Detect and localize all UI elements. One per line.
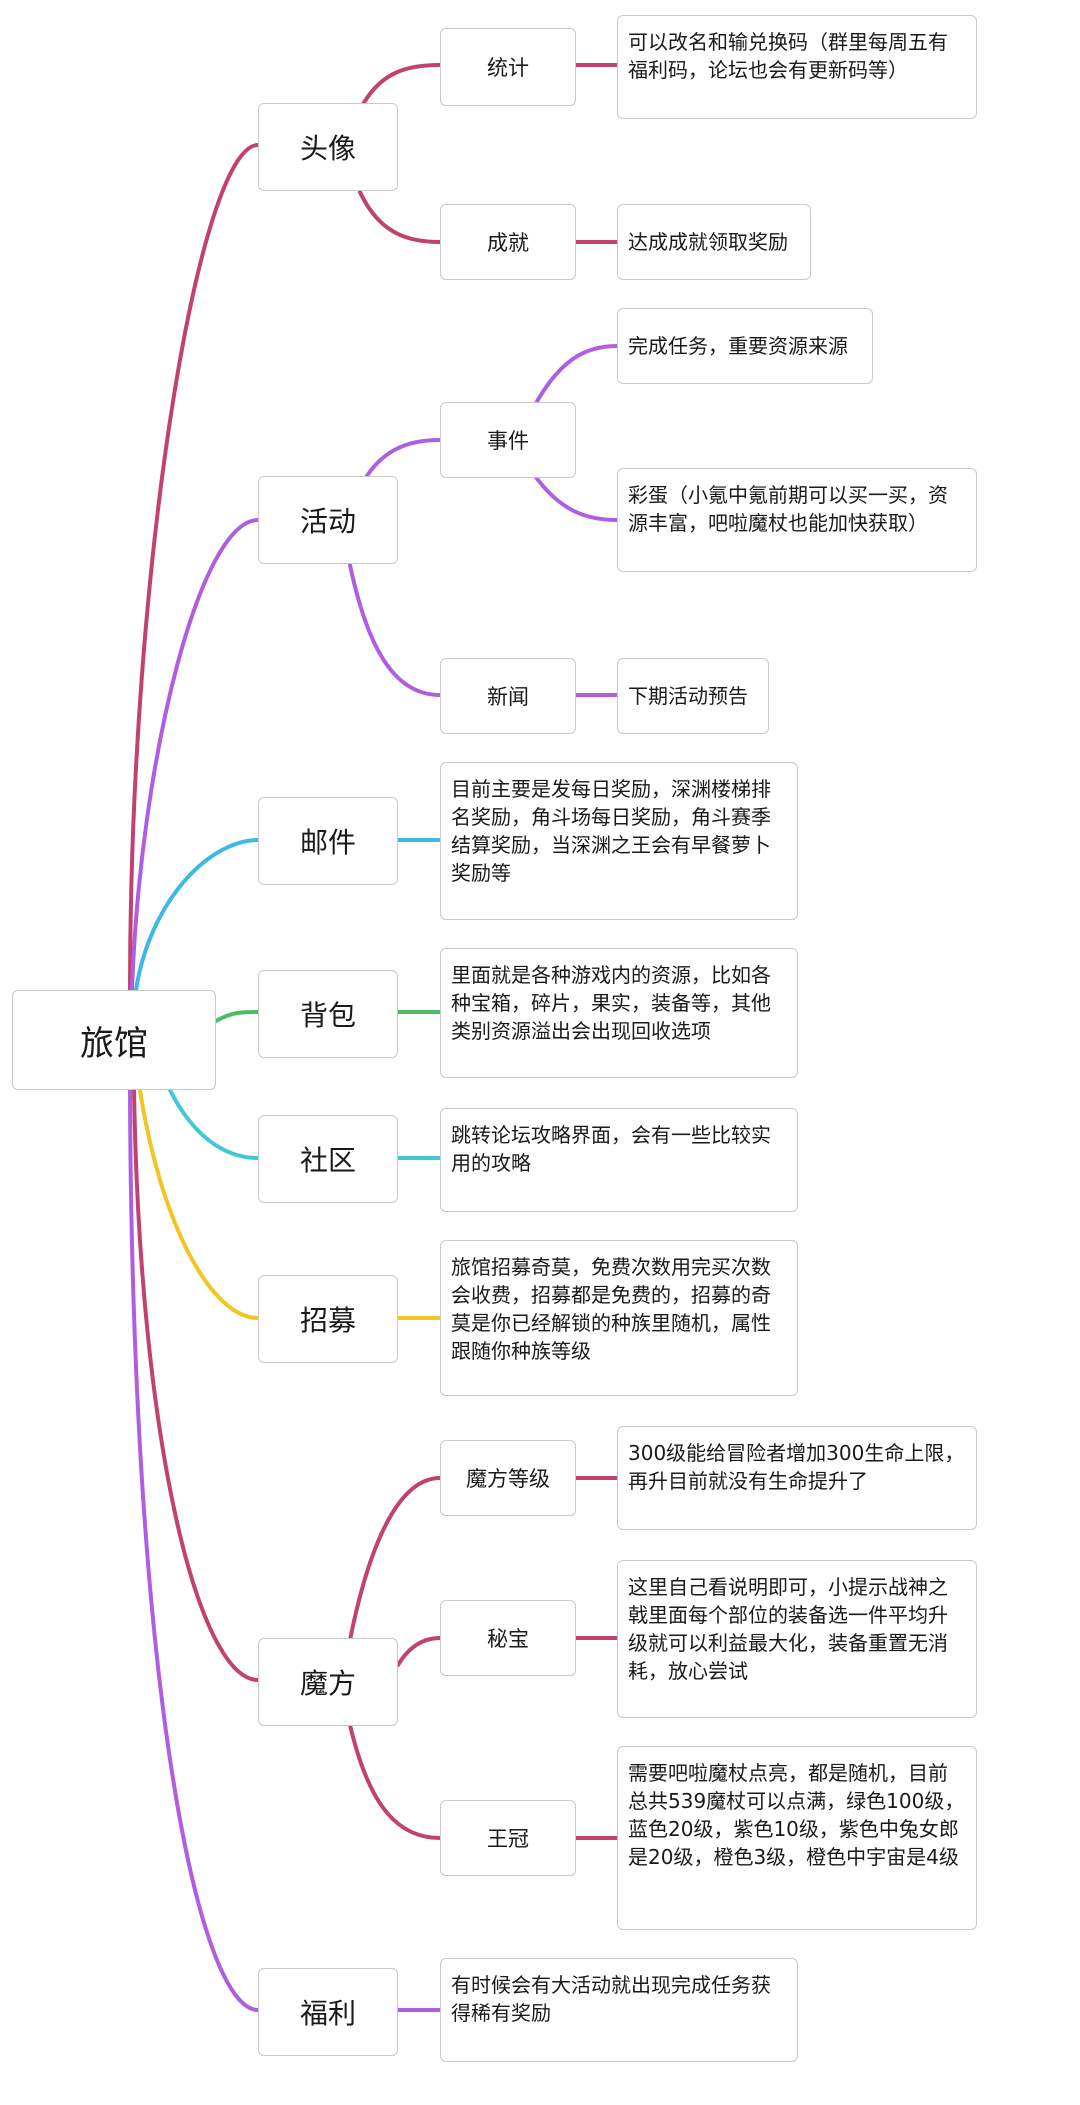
branch-cube[interactable]: 魔方 bbox=[258, 1638, 398, 1726]
link-root-recruit bbox=[138, 1088, 260, 1320]
branch-avatar[interactable]: 头像 bbox=[258, 103, 398, 191]
note-news: 下期活动预告 bbox=[617, 658, 769, 734]
root-node[interactable]: 旅馆 bbox=[12, 990, 216, 1090]
note-event-2: 彩蛋（小氪中氪前期可以买一买，资源丰富，吧啦魔杖也能加快获取） bbox=[617, 468, 977, 572]
branch-mail[interactable]: 邮件 bbox=[258, 797, 398, 885]
sub-cube-level[interactable]: 魔方等级 bbox=[440, 1440, 576, 1516]
link-avatar-achievement bbox=[358, 190, 442, 244]
link-root-bag bbox=[212, 1010, 260, 1024]
link-avatar-stats bbox=[358, 63, 442, 112]
link-root-activity bbox=[130, 518, 260, 992]
link-root-mail bbox=[134, 838, 260, 992]
note-mail: 目前主要是发每日奖励，深渊楼梯排名奖励，角斗场每日奖励，角斗赛季结算奖励，当深渊… bbox=[440, 762, 798, 920]
note-event-1: 完成任务，重要资源来源 bbox=[617, 308, 873, 384]
sub-event[interactable]: 事件 bbox=[440, 402, 576, 478]
note-cube-level: 300级能给冒险者增加300生命上限，再升目前就没有生命提升了 bbox=[617, 1426, 977, 1530]
sub-treasure[interactable]: 秘宝 bbox=[440, 1600, 576, 1676]
link-activity-news bbox=[348, 563, 442, 697]
note-crown: 需要吧啦魔杖点亮，都是随机，目前总共539魔杖可以点满，绿色100级，蓝色20级… bbox=[617, 1746, 977, 1930]
branch-recruit[interactable]: 招募 bbox=[258, 1275, 398, 1363]
note-bag: 里面就是各种游戏内的资源，比如各种宝箱，碎片，果实，装备等，其他类别资源溢出会出… bbox=[440, 948, 798, 1078]
sub-achievement[interactable]: 成就 bbox=[440, 204, 576, 280]
link-root-community bbox=[168, 1088, 260, 1160]
note-achievement: 达成成就领取奖励 bbox=[617, 204, 811, 280]
link-event-note2 bbox=[533, 474, 619, 522]
note-community: 跳转论坛攻略界面，会有一些比较实用的攻略 bbox=[440, 1108, 798, 1212]
link-root-cube bbox=[132, 1088, 260, 1682]
sub-stats[interactable]: 统计 bbox=[440, 28, 576, 106]
branch-welfare[interactable]: 福利 bbox=[258, 1968, 398, 2056]
note-stats: 可以改名和输兑换码（群里每周五有福利码，论坛也会有更新码等） bbox=[617, 15, 977, 119]
note-recruit: 旅馆招募奇莫，免费次数用完买次数会收费，招募都是免费的，招募的奇莫是你已经解锁的… bbox=[440, 1240, 798, 1396]
link-cube-level bbox=[348, 1476, 442, 1642]
link-root-welfare bbox=[128, 1088, 260, 2012]
note-welfare: 有时候会有大活动就出现完成任务获得稀有奖励 bbox=[440, 1958, 798, 2062]
link-cube-treasure bbox=[396, 1636, 442, 1667]
link-root-avatar bbox=[128, 143, 260, 992]
link-cube-crown bbox=[348, 1723, 442, 1840]
sub-crown[interactable]: 王冠 bbox=[440, 1800, 576, 1876]
sub-news[interactable]: 新闻 bbox=[440, 658, 576, 734]
link-event-note1 bbox=[533, 344, 619, 407]
branch-bag[interactable]: 背包 bbox=[258, 970, 398, 1058]
branch-activity[interactable]: 活动 bbox=[258, 476, 398, 564]
note-treasure: 这里自己看说明即可，小提示战神之戟里面每个部位的装备选一件平均升级就可以利益最大… bbox=[617, 1560, 977, 1718]
branch-community[interactable]: 社区 bbox=[258, 1115, 398, 1203]
